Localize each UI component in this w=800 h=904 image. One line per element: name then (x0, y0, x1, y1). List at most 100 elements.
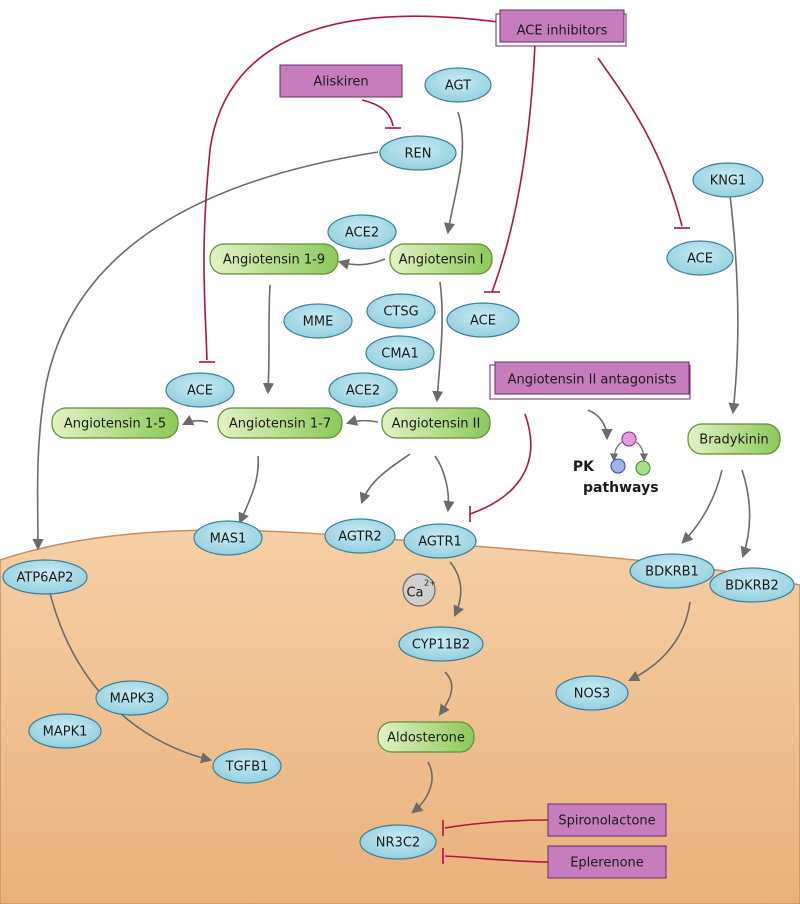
protein-label-ctsg: CTSG (383, 305, 418, 320)
protein-label-ace-right: ACE (687, 252, 713, 267)
protein-label-mas1: MAS1 (210, 532, 247, 547)
drug-label: Eplerenone (570, 856, 644, 871)
protein-label-ren: REN (405, 147, 432, 162)
protein-label-atp6ap2: ATP6AP2 (17, 571, 74, 586)
arrow-angII-agtr1 (434, 455, 455, 513)
protein-mme (283, 303, 353, 339)
activation-arrows (32, 111, 752, 814)
protein-ren (379, 135, 457, 171)
protein-label-bdkrb1: BDKRB1 (645, 565, 699, 580)
metabolite-label: Angiotensin 1-7 (229, 417, 331, 432)
inhibit-aceinh-aceleft (203, 15, 499, 361)
arrow-angI-angII (432, 281, 444, 403)
protein-label-ace-left: ACE (187, 384, 213, 399)
metabolite-label: Angiotensin II (392, 417, 481, 432)
metabolite-label: Angiotensin 1-9 (223, 253, 325, 268)
arrow-bradykinin-bdkrb2 (740, 469, 752, 559)
metabolite-bradykinin: Bradykinin (687, 423, 781, 455)
protein-agtr2 (324, 518, 396, 554)
protein-kng1 (692, 162, 764, 198)
protein-agt (424, 67, 492, 103)
protein-label-agtr1: AGTR1 (418, 535, 462, 550)
protein-ace2-top (327, 214, 397, 250)
protein-bdkrb2 (709, 567, 795, 603)
arrow-aldosterone-nr3c2 (411, 761, 433, 814)
pk-node-left (610, 458, 626, 474)
metabolite-label: Angiotensin 1-5 (64, 417, 166, 432)
ion-label: Ca (406, 586, 423, 601)
pk-pathways: PK pathways (573, 431, 659, 496)
protein-label-ace-mid: ACE (470, 314, 496, 329)
inhibit-aceinh-acemid (491, 43, 536, 293)
protein-label-mme: MME (303, 315, 334, 330)
protein-ace-mid (446, 302, 520, 338)
metabolite-angiotensin-i: Angiotensin I (389, 243, 493, 275)
arrow-agtr1-cyp11b2 (449, 561, 464, 618)
inhibit-aliskiren-ren (361, 99, 394, 127)
arrow-pk-left (609, 441, 623, 462)
protein-tgfb1 (212, 748, 282, 784)
arrow-ang17-ang15 (181, 414, 209, 426)
protein-ace2-mid (328, 372, 398, 408)
pk-node-right (635, 460, 651, 476)
protein-label-agt: AGT (445, 79, 471, 94)
protein-label-kng1: KNG1 (710, 174, 747, 189)
pk-label-line1: PK (573, 459, 595, 475)
metabolite-label: Aldosterone (387, 731, 465, 746)
pk-label-line2: pathways (583, 480, 659, 496)
arrow-ren-atp6ap2 (32, 151, 379, 551)
arrow-angII-agtr2 (359, 453, 411, 505)
protein-labels: AGT REN KNG1 ACE2 ACE MME CTSG ACE CMA1 … (17, 79, 779, 851)
arrow-bradykinin-bdkrb1 (681, 469, 723, 544)
drug-label: Aliskiren (313, 75, 368, 90)
drug-label: Angiotensin II antagonists (508, 373, 677, 388)
ion-charge: 2+ (424, 579, 436, 588)
protein-label-mapk3: MAPK3 (110, 692, 155, 707)
arrow-pk-right (635, 441, 649, 462)
metabolite-angiotensin-1-9: Angiotensin 1-9 (209, 243, 339, 275)
protein-cyp11b2 (398, 626, 484, 662)
metabolite-angiotensin-1-7: Angiotensin 1-7 (217, 407, 343, 439)
pk-node-top (621, 431, 637, 447)
protein-ctsg (366, 293, 436, 329)
protein-label-nos3: NOS3 (574, 687, 610, 702)
metabolite-angiotensin-1-5: Angiotensin 1-5 (51, 407, 179, 439)
protein-cma1 (365, 335, 435, 371)
arrow-angI-ang19 (337, 258, 386, 270)
metabolite-aldosterone: Aldosterone (377, 721, 475, 753)
inhibit-aceinh-aceright (597, 57, 683, 227)
inhibit-angiiant-agtr1 (469, 413, 532, 515)
arrow-angII-ang17 (345, 415, 379, 426)
protein-mas1 (193, 520, 263, 556)
protein-ace-left (165, 372, 235, 408)
protein-label-agtr2: AGTR2 (338, 530, 382, 545)
drug-label: Spironolactone (558, 814, 655, 829)
protein-atp6ap2 (2, 559, 88, 595)
arrow-kng1-bradykinin (728, 194, 740, 415)
protein-label-bdkrb2: BDKRB2 (725, 579, 779, 594)
protein-nodes (2, 67, 795, 860)
inhibit-eple-nr3c2 (444, 855, 549, 863)
inhibit-spiro-nr3c2 (444, 819, 549, 829)
arrow-drug-pk (587, 409, 613, 441)
protein-label-ace2-top: ACE2 (345, 226, 379, 241)
arrow-ang19-ang17 (262, 284, 275, 395)
arrow-agt-angI (443, 111, 464, 235)
calcium-ion: Ca 2+ (402, 573, 436, 607)
protein-label-ace2-mid: ACE2 (346, 384, 380, 399)
protein-label-mapk1: MAPK1 (43, 725, 88, 740)
drug-eplerenone: Eplerenone (547, 845, 667, 879)
protein-ace-right (666, 240, 734, 276)
protein-label-tgfb1: TGFB1 (225, 760, 269, 775)
arrow-cyp11b2-aldosterone (438, 671, 453, 716)
protein-nr3c2 (359, 824, 437, 860)
metabolite-angiotensin-ii: Angiotensin II (381, 407, 491, 439)
drug-spironolactone: Spironolactone (547, 803, 667, 837)
drug-ace-inhibitors: ACE inhibitors (495, 9, 627, 47)
protein-nos3 (555, 675, 629, 711)
drug-angiotensin-ii-antagonists: Angiotensin II antagonists (489, 361, 691, 400)
protein-mapk1 (28, 713, 102, 749)
drug-aliskiren: Aliskiren (279, 64, 403, 98)
